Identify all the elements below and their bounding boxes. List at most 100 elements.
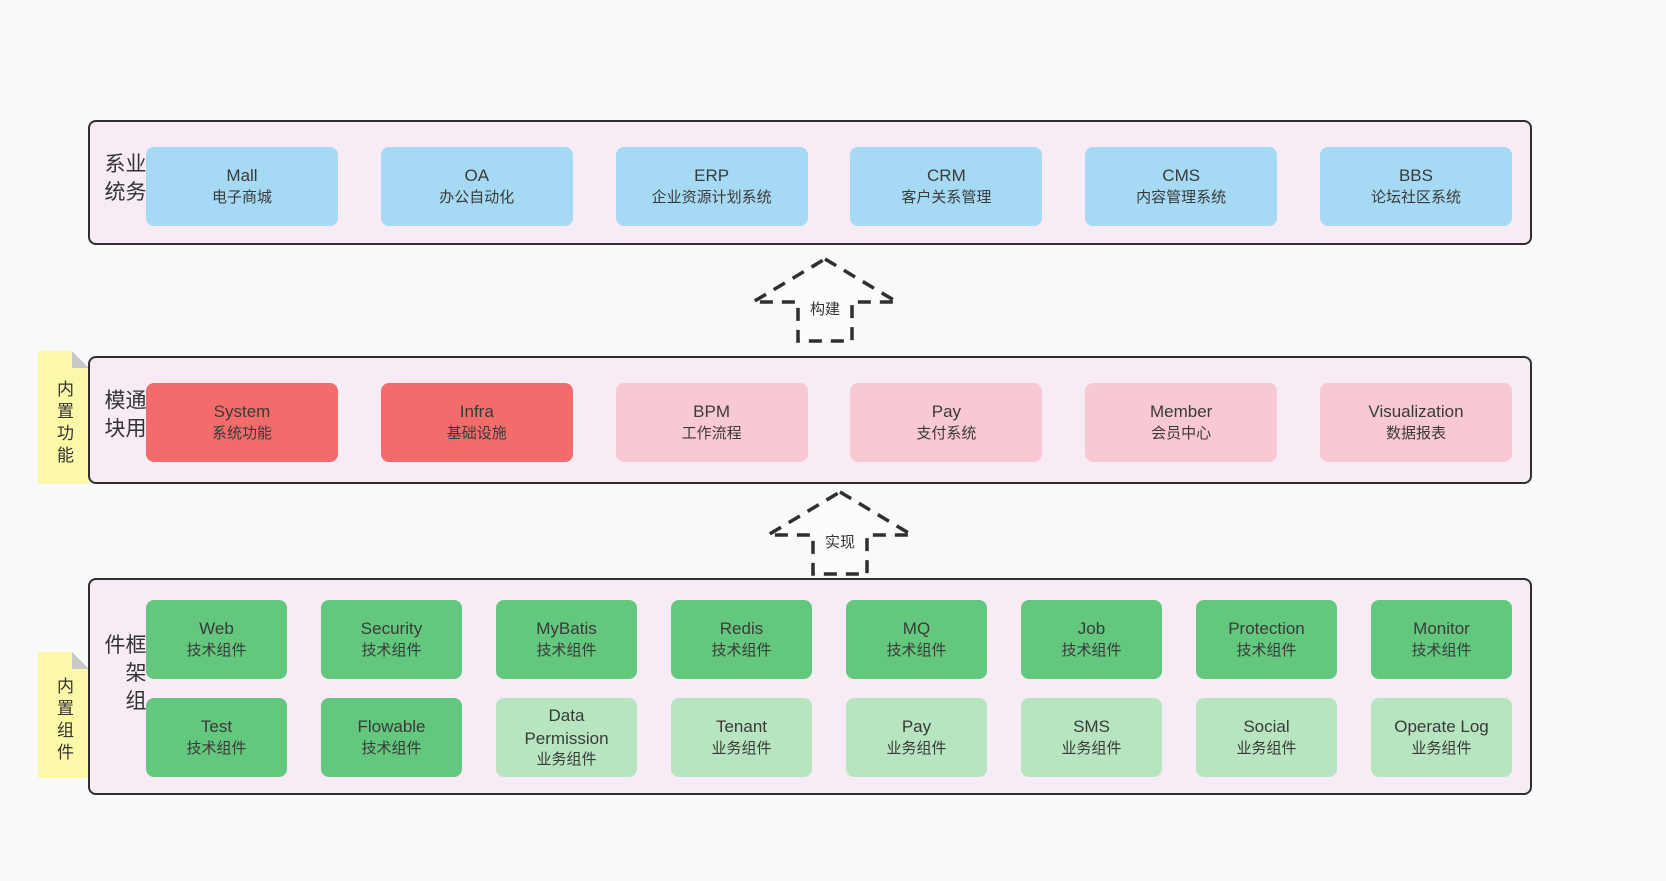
up-arrow-build: 构建 [750, 256, 900, 344]
box-title: Flowable [357, 717, 426, 737]
note-label: 内置功能 [54, 379, 73, 468]
box-pay-module: Pay 支付系统 [850, 383, 1043, 462]
box-sms: SMS 业务组件 [1021, 698, 1162, 777]
box-subtitle: 业务组件 [536, 751, 597, 769]
box-infra: Infra 基础设施 [380, 383, 573, 462]
box-title: Social [1243, 717, 1290, 737]
box-title: Data Permission [524, 706, 609, 748]
box-mall: Mall 电子商城 [146, 147, 338, 226]
box-title: Test [200, 717, 233, 737]
box-title: MQ [902, 619, 931, 639]
box-test: Test 技术组件 [146, 698, 287, 777]
box-title: Operate Log [1394, 717, 1489, 737]
box-title: CMS [1162, 166, 1201, 186]
panel-business-systems: 业务系统 Mall 电子商城 OA 办公自动化 ERP 企业资源计划系统 CRM… [88, 120, 1532, 245]
box-title: Security [360, 619, 423, 639]
box-title: BPM [693, 402, 731, 422]
box-oa: OA 办公自动化 [380, 147, 573, 226]
panel-label: 框架组件 [102, 633, 146, 718]
box-row: Mall 电子商城 OA 办公自动化 ERP 企业资源计划系统 CRM 客户关系… [146, 147, 1512, 226]
box-title: Protection [1228, 619, 1305, 639]
box-title: MyBatis [536, 619, 597, 639]
box-subtitle: 技术组件 [886, 641, 947, 659]
panel-label: 通用模块 [102, 389, 146, 445]
box-subtitle: 技术组件 [1236, 641, 1297, 659]
box-subtitle: 技术组件 [1061, 641, 1122, 659]
box-subtitle: 办公自动化 [439, 188, 515, 206]
box-subtitle: 技术组件 [186, 739, 247, 757]
box-title: Pay [901, 717, 932, 737]
box-visualization: Visualization 数据报表 [1319, 383, 1512, 462]
box-system: System 系统功能 [146, 383, 338, 462]
box-subtitle: 数据报表 [1385, 424, 1446, 442]
box-security: Security 技术组件 [321, 600, 462, 679]
box-title: Pay [931, 402, 962, 422]
box-pay-component: Pay 业务组件 [846, 698, 987, 777]
arrow-label: 实现 [821, 531, 859, 552]
box-subtitle: 业务组件 [1236, 739, 1297, 757]
box-title: Job [1077, 619, 1106, 639]
box-title: BBS [1398, 166, 1433, 186]
box-social: Social 业务组件 [1196, 698, 1337, 777]
box-title: Monitor [1413, 619, 1470, 639]
sticky-note-builtin-features: 内置功能 [38, 351, 89, 484]
box-subtitle: 业务组件 [1411, 739, 1472, 757]
box-subtitle: 业务组件 [711, 739, 772, 757]
box-tenant: Tenant 业务组件 [671, 698, 812, 777]
box-title: System [213, 402, 271, 422]
box-subtitle: 会员中心 [1151, 424, 1212, 442]
box-subtitle: 内容管理系统 [1136, 188, 1227, 206]
box-protection: Protection 技术组件 [1196, 600, 1337, 679]
box-title: Member [1150, 402, 1213, 422]
box-title: CRM [927, 166, 966, 186]
box-mq: MQ 技术组件 [846, 600, 987, 679]
box-redis: Redis 技术组件 [671, 600, 812, 679]
box-subtitle: 技术组件 [1411, 641, 1472, 659]
box-erp: ERP 企业资源计划系统 [615, 147, 808, 226]
box-title: Visualization [1368, 402, 1464, 422]
box-monitor: Monitor 技术组件 [1371, 600, 1512, 679]
box-title: SMS [1073, 717, 1110, 737]
note-label: 内置组件 [54, 677, 73, 765]
arrow-label: 构建 [806, 298, 844, 319]
box-cms: CMS 内容管理系统 [1085, 147, 1278, 226]
box-crm: CRM 客户关系管理 [850, 147, 1043, 226]
box-subtitle: 基础设施 [446, 424, 507, 442]
box-subtitle: 技术组件 [711, 641, 772, 659]
box-subtitle: 客户关系管理 [901, 188, 992, 206]
box-title: Redis [719, 619, 764, 639]
box-title: Web [199, 619, 234, 639]
box-subtitle: 工作流程 [681, 424, 742, 442]
box-subtitle: 电子商城 [211, 188, 272, 206]
box-flowable: Flowable 技术组件 [321, 698, 462, 777]
box-title: OA [464, 166, 490, 186]
box-title: Tenant [715, 717, 768, 737]
note-fold [72, 351, 89, 368]
box-operate-log: Operate Log 业务组件 [1371, 698, 1512, 777]
panel-label: 业务系统 [102, 152, 146, 209]
box-subtitle: 支付系统 [916, 424, 977, 442]
box-subtitle: 技术组件 [536, 641, 597, 659]
sticky-note-builtin-components: 内置组件 [38, 652, 89, 778]
box-subtitle: 业务组件 [886, 739, 947, 757]
box-subtitle: 技术组件 [361, 641, 422, 659]
box-title: Mall [226, 166, 258, 186]
box-row: Test 技术组件 Flowable 技术组件 Data Permission … [146, 698, 1512, 777]
box-data-permission: Data Permission 业务组件 [496, 698, 637, 777]
box-bbs: BBS 论坛社区系统 [1319, 147, 1512, 226]
panel-framework-components: 框架组件 Web 技术组件 Security 技术组件 MyBatis 技术组件… [88, 578, 1532, 795]
box-member: Member 会员中心 [1085, 383, 1278, 462]
box-web: Web 技术组件 [146, 600, 287, 679]
box-subtitle: 技术组件 [361, 739, 422, 757]
box-mybatis: MyBatis 技术组件 [496, 600, 637, 679]
box-subtitle: 技术组件 [186, 641, 247, 659]
box-subtitle: 论坛社区系统 [1370, 188, 1461, 206]
note-fold [72, 652, 89, 669]
box-job: Job 技术组件 [1021, 600, 1162, 679]
box-subtitle: 系统功能 [211, 424, 272, 442]
box-subtitle: 业务组件 [1061, 739, 1122, 757]
box-subtitle: 企业资源计划系统 [651, 188, 772, 206]
box-title: Infra [459, 402, 494, 422]
box-row: System 系统功能 Infra 基础设施 BPM 工作流程 Pay 支付系统… [146, 383, 1512, 462]
box-row: Web 技术组件 Security 技术组件 MyBatis 技术组件 Redi… [146, 600, 1512, 679]
